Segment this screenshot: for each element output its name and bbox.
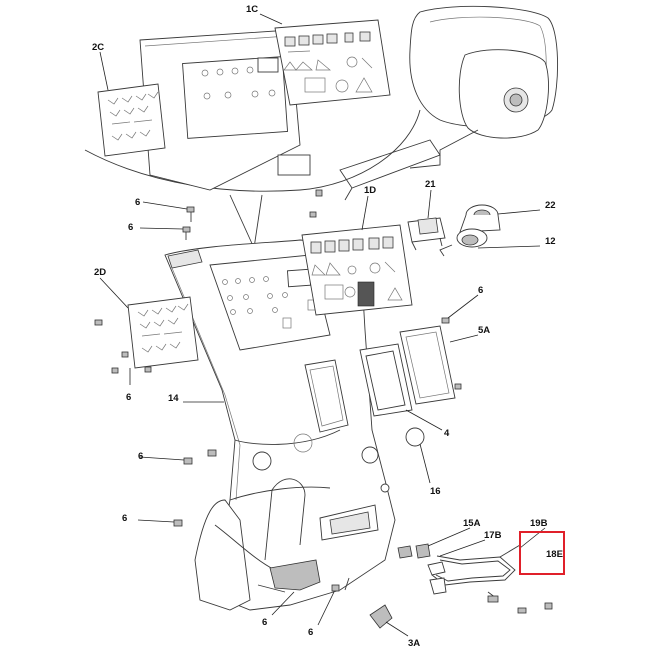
callout-18e: 18E [546,549,563,560]
callout-6-g: 6 [262,617,267,628]
callout-6-h: 6 [308,627,313,638]
callout-19b: 19B [530,518,548,529]
callout-6-c: 6 [478,285,483,296]
callout-6-a: 6 [135,197,140,208]
frame-4 [359,343,413,417]
callout-6-d: 6 [126,392,131,403]
callout-6-e: 6 [138,451,143,462]
detail-bubble [84,109,421,249]
cable-harness [427,544,521,603]
callout-3a: 3A [408,638,420,649]
callout-5a: 5A [478,325,490,336]
callout-21: 21 [425,179,436,190]
callout-2c: 2C [92,42,104,53]
callout-15a: 15A [463,518,481,529]
callout-4: 4 [444,428,450,439]
cover-5a [399,325,456,405]
seat-backrest [339,5,558,201]
callout-17b: 17B [484,530,502,541]
callout-22: 22 [545,200,556,211]
leader-lines [99,13,546,637]
callout-6-b: 6 [128,222,133,233]
decal-2d [127,296,199,369]
decal-2c [97,83,166,157]
connector-21 [407,217,446,251]
socket-22 [459,204,501,233]
callout-1c: 1C [246,4,258,15]
callout-2d: 2D [94,267,106,278]
decal-1c [274,19,391,106]
highlight-box [519,531,565,575]
detail-console [139,29,311,191]
ring-16 [405,427,425,447]
callout-14: 14 [168,393,179,404]
callout-6-f: 6 [122,513,127,524]
callout-12: 12 [545,236,556,247]
socket-12 [439,228,488,257]
callout-16: 16 [430,486,441,497]
dash-panel-14 [164,239,396,611]
callout-labels: 1C 2C 1D 2D 21 22 12 6 6 6 6 6 6 6 6 5A … [92,4,563,649]
decal-1d [301,224,413,316]
callout-1d: 1D [364,185,376,196]
